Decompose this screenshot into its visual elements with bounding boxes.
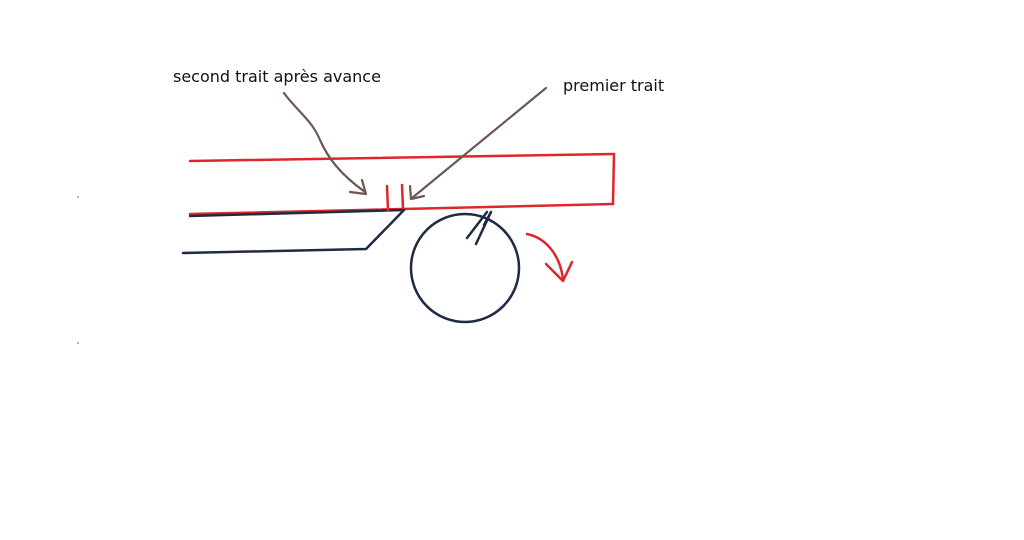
- stray-dot-lower: [77, 342, 79, 344]
- stray-dot-upper: [77, 196, 79, 198]
- red-bar-top-edge: [188, 152, 616, 163]
- red-bar-right-edge: [611, 152, 616, 206]
- navy-guide-lower-line: [181, 208, 406, 255]
- rotation-arrow: [525, 232, 574, 283]
- roller-circle: [409, 212, 521, 324]
- pointer-arrow-second-head: [348, 178, 368, 196]
- label-first-trait: premier trait: [563, 76, 665, 95]
- navy-guide-upper-line: [188, 208, 406, 218]
- pointer-arrows: [282, 86, 548, 201]
- roller-wheel: [409, 210, 521, 324]
- label-second-trait: second trait après avance: [173, 67, 381, 86]
- first-trait-mark: [400, 183, 405, 210]
- pointer-arrow-first-head: [408, 184, 426, 201]
- pointer-arrow-first: [410, 86, 548, 200]
- navy-guide: [181, 208, 406, 255]
- rotation-arrow-curve: [525, 232, 565, 281]
- trait-marks: [385, 183, 405, 212]
- roller-marker-left: [465, 210, 489, 240]
- roller-marker-right: [474, 210, 493, 246]
- rotation-arrow-head: [544, 260, 574, 283]
- second-trait-mark: [385, 184, 390, 212]
- pointer-arrow-second: [282, 91, 367, 194]
